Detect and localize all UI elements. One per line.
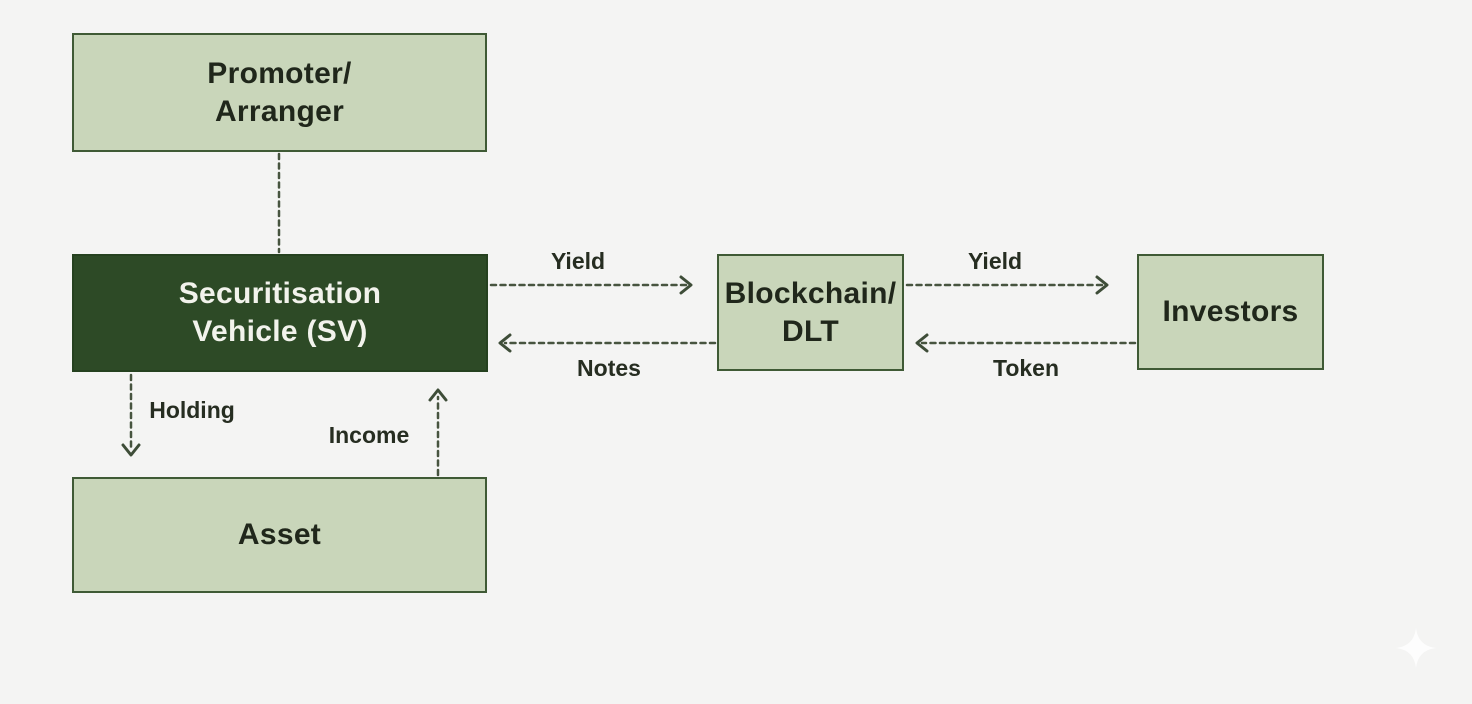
node-label-line: Vehicle (SV) bbox=[192, 315, 368, 348]
node-label-line: DLT bbox=[782, 314, 839, 348]
node-label-line: Blockchain/ bbox=[724, 276, 897, 310]
edge-label-token: Token bbox=[992, 355, 1060, 381]
node-asset: Asset bbox=[72, 477, 487, 593]
arrowhead-left-icon bbox=[915, 333, 929, 353]
arrowhead-down-icon bbox=[121, 443, 141, 457]
node-label-line: Investors bbox=[1162, 295, 1299, 328]
node-securitisation-vehicle: Securitisation Vehicle (SV) bbox=[72, 254, 488, 372]
node-label-line: Arranger bbox=[214, 94, 345, 128]
edge-label-notes: Notes bbox=[577, 355, 641, 381]
arrowhead-right-icon bbox=[1095, 275, 1109, 295]
node-promoter-arranger: Promoter/ Arranger bbox=[72, 33, 487, 152]
arrowhead-left-icon bbox=[498, 333, 512, 353]
arrowhead-up-icon bbox=[428, 388, 448, 402]
node-blockchain-dlt: Blockchain/ DLT bbox=[717, 254, 904, 371]
node-label-line: Securitisation bbox=[178, 277, 382, 310]
node-investors: Investors bbox=[1137, 254, 1324, 370]
edge-label-holding: Holding bbox=[149, 397, 235, 423]
edge-label-income: Income bbox=[328, 422, 410, 448]
edge-label-yield: Yield bbox=[967, 248, 1023, 274]
arrowhead-right-icon bbox=[679, 275, 693, 295]
sparkle-icon bbox=[1396, 628, 1436, 668]
edge-label-yield: Yield bbox=[550, 248, 606, 274]
node-label-line: Promoter/ bbox=[207, 56, 352, 90]
node-label-line: Asset bbox=[237, 518, 322, 551]
